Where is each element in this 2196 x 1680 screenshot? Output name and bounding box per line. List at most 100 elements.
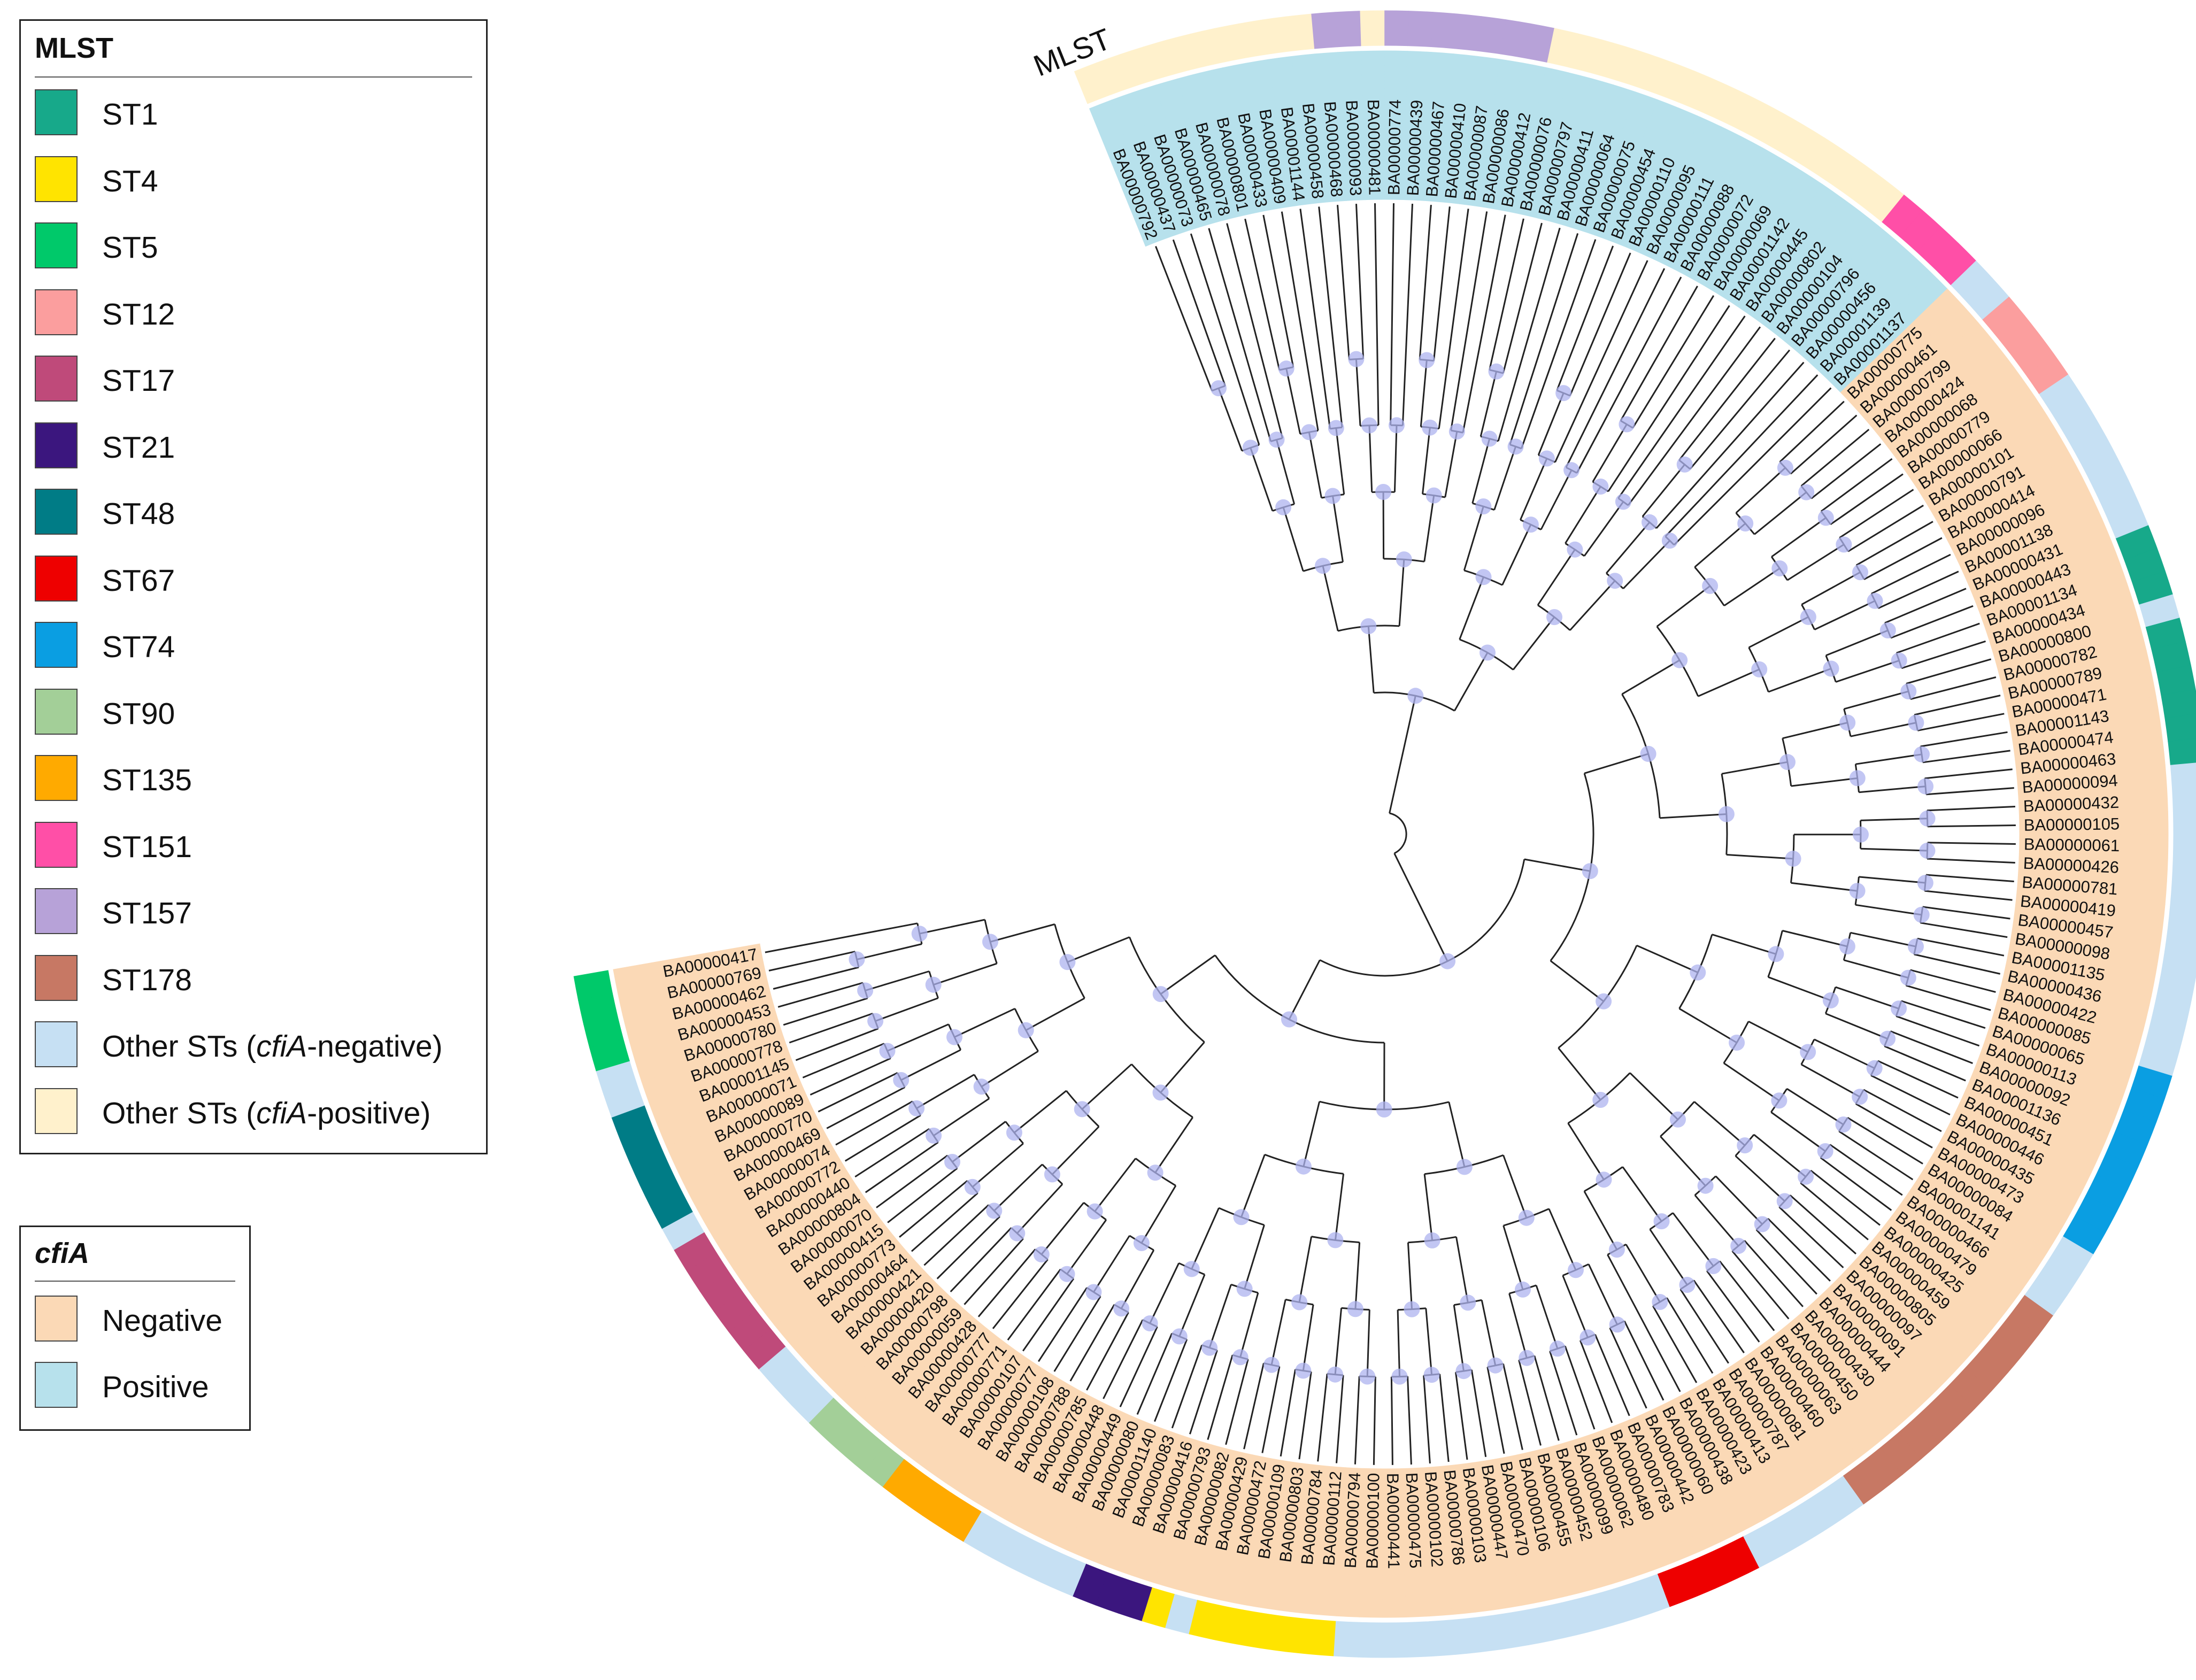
mlst-ring-segment bbox=[2170, 881, 2196, 908]
support-marker bbox=[1670, 1111, 1686, 1128]
support-marker bbox=[1538, 450, 1555, 467]
tree-branch bbox=[1562, 1275, 1589, 1338]
cfia-legend-title: cfiA bbox=[35, 1237, 90, 1269]
tree-branch bbox=[1154, 1116, 1193, 1173]
support-marker bbox=[1328, 420, 1344, 436]
tree-branch bbox=[1303, 1101, 1321, 1167]
tree-branch bbox=[1927, 842, 2016, 845]
tree-branch bbox=[1336, 1375, 1344, 1463]
tree-branch bbox=[1208, 1284, 1232, 1348]
tree-branch-arc bbox=[1389, 812, 1407, 854]
tree-branch bbox=[1489, 218, 1524, 371]
tree-branch bbox=[1731, 1250, 1790, 1320]
support-marker bbox=[1546, 609, 1562, 626]
support-marker bbox=[1852, 564, 1868, 581]
tree-branch bbox=[1855, 521, 1933, 566]
tree-branch bbox=[899, 1180, 968, 1238]
tree-branch bbox=[1066, 1219, 1107, 1275]
legend-label-part: Other STs ( bbox=[102, 1029, 257, 1064]
legend-label: ST157 bbox=[102, 896, 192, 930]
tree-branch bbox=[1244, 1224, 1265, 1289]
tree-branch bbox=[1620, 286, 1698, 421]
support-marker bbox=[1455, 1363, 1472, 1380]
tree-branch bbox=[1419, 205, 1432, 360]
support-marker bbox=[986, 1203, 1003, 1219]
support-marker bbox=[1607, 573, 1623, 589]
support-marker bbox=[1785, 851, 1801, 867]
support-marker bbox=[1679, 1277, 1696, 1293]
support-marker bbox=[1407, 688, 1424, 704]
tree-branch bbox=[1154, 1339, 1188, 1422]
tree-branch bbox=[1924, 890, 2013, 901]
tree-branch bbox=[1191, 1207, 1220, 1270]
tree-branch bbox=[1825, 1013, 1888, 1040]
tree-branch bbox=[1549, 1351, 1578, 1436]
tree-branch bbox=[1172, 239, 1226, 387]
support-marker bbox=[1315, 558, 1331, 574]
support-marker bbox=[1771, 1092, 1787, 1109]
tree-branch bbox=[1537, 549, 1576, 606]
support-marker bbox=[1754, 1216, 1770, 1232]
tree-branch bbox=[1318, 206, 1343, 428]
mlst-ring-segment bbox=[1309, 1619, 1337, 1656]
tree-branch bbox=[1829, 1144, 1903, 1196]
mlst-ring-segment bbox=[2167, 904, 2196, 932]
tree-branch bbox=[1368, 425, 1373, 492]
support-marker bbox=[1608, 1242, 1625, 1258]
tip-label: BA00000093 bbox=[1342, 99, 1365, 196]
tree-branch bbox=[1520, 458, 1548, 520]
mlst-ring-segment bbox=[2172, 834, 2196, 859]
tree-branch bbox=[1067, 936, 1130, 963]
tree-branch bbox=[1374, 203, 1380, 426]
support-marker bbox=[1426, 487, 1442, 504]
tip-label: BA00000432 bbox=[2023, 793, 2120, 816]
tree-branch bbox=[1334, 1174, 1345, 1240]
tree-branch bbox=[1847, 1117, 1923, 1165]
tree-branch bbox=[1694, 1195, 1739, 1247]
legend-label: Other STs (cfiA-negative) bbox=[102, 1029, 443, 1064]
support-marker bbox=[1737, 515, 1754, 531]
support-marker bbox=[1582, 863, 1598, 880]
tree-branch bbox=[1910, 676, 1997, 700]
tree-branch bbox=[1335, 428, 1345, 495]
support-marker bbox=[1914, 746, 1930, 762]
tree-branch bbox=[1119, 1326, 1158, 1407]
tree-branch bbox=[1579, 1340, 1613, 1423]
support-marker bbox=[1018, 1022, 1034, 1038]
support-marker bbox=[879, 1043, 896, 1059]
tree-branch bbox=[1814, 1038, 1875, 1069]
legend-label: ST74 bbox=[102, 630, 175, 664]
support-marker bbox=[1596, 993, 1612, 1009]
mlst-ring-segment bbox=[1334, 1621, 1360, 1658]
tree-branch bbox=[1786, 1088, 1844, 1126]
tree-branch bbox=[1471, 438, 1491, 504]
tree-branch bbox=[936, 1216, 1000, 1280]
support-marker bbox=[982, 934, 998, 950]
support-marker bbox=[1233, 1209, 1250, 1226]
tree-branch bbox=[1298, 1236, 1313, 1303]
mlst-ring-segment bbox=[1454, 13, 1482, 51]
support-markers bbox=[849, 351, 1936, 1385]
mlst-ring bbox=[573, 10, 2196, 1658]
tree-branch bbox=[1890, 1030, 1973, 1064]
tree-branch bbox=[1548, 1208, 1577, 1270]
tree-branch bbox=[1481, 1300, 1497, 1366]
support-marker bbox=[1113, 1300, 1130, 1317]
tree-branch bbox=[1800, 428, 1870, 487]
tree-branch bbox=[1550, 960, 1605, 1002]
tree-branch bbox=[1389, 695, 1416, 814]
tree-branch bbox=[954, 1007, 1015, 1038]
support-marker bbox=[1661, 533, 1678, 549]
tree-branch bbox=[818, 1072, 898, 1113]
mlst-ring-segment bbox=[1429, 1619, 1457, 1657]
support-marker bbox=[857, 982, 874, 999]
support-marker bbox=[1201, 1339, 1218, 1356]
support-marker bbox=[1900, 969, 1916, 986]
tree-branch bbox=[1239, 1292, 1259, 1358]
tree-branch bbox=[1920, 731, 2008, 747]
tree-branch bbox=[1820, 1157, 1892, 1211]
mlst-ring-segment bbox=[1311, 12, 1338, 49]
support-marker bbox=[1085, 1284, 1102, 1300]
support-marker bbox=[1913, 906, 1930, 923]
tree-branch bbox=[1790, 414, 1858, 475]
